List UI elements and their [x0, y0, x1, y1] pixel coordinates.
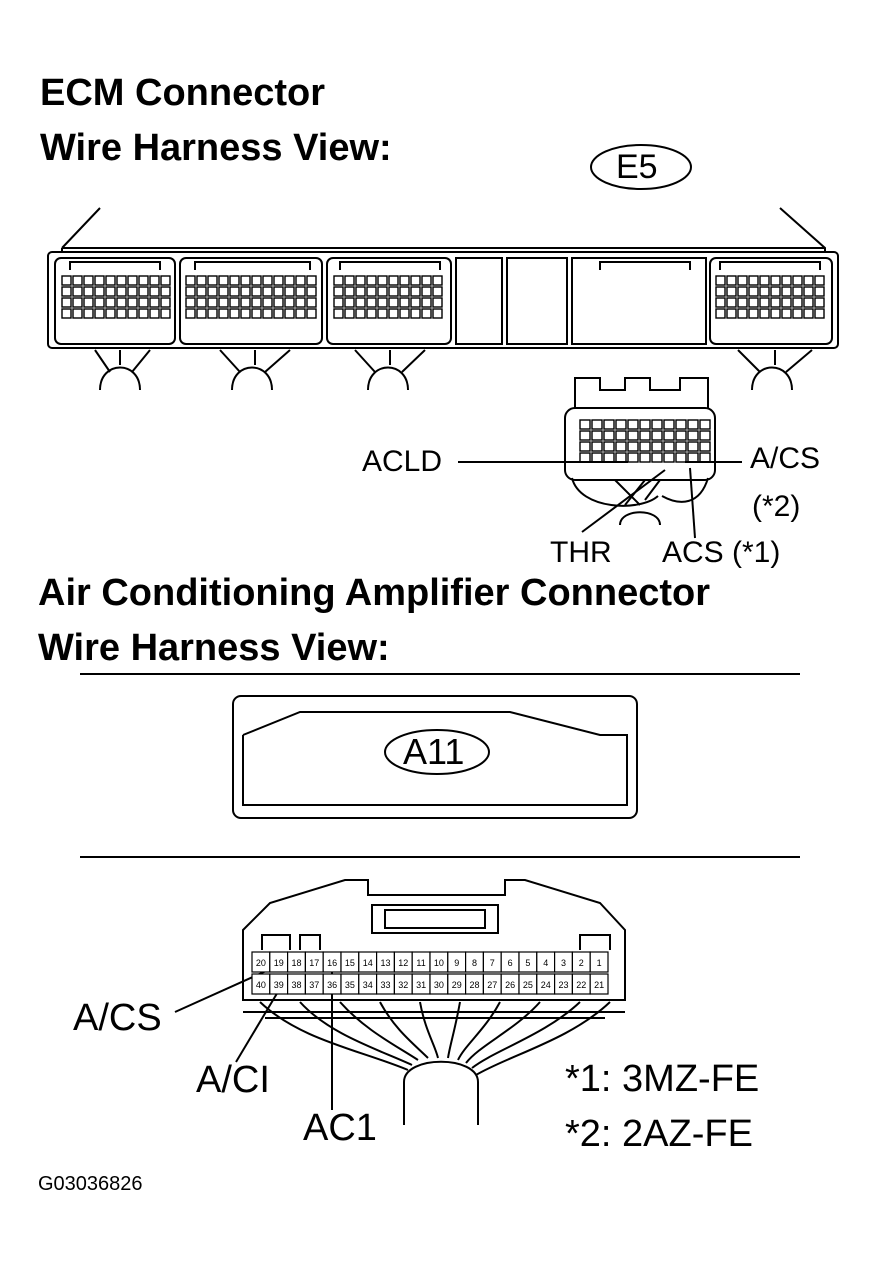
- amp-pin-9: 9: [454, 958, 459, 968]
- amp-pin-2: 2: [579, 958, 584, 968]
- amp-pin-33: 33: [380, 980, 390, 990]
- amp-pin-5: 5: [525, 958, 530, 968]
- amp-wire-harness-view: Wire Harness View:: [38, 627, 390, 669]
- amp-pin-16: 16: [327, 958, 337, 968]
- amp-pin-17: 17: [309, 958, 319, 968]
- amp-acs-label: A/CS: [73, 997, 162, 1039]
- ecm-acs-right-note: (*2): [752, 490, 801, 523]
- ecm-connector-title: ECM Connector: [40, 72, 325, 114]
- ecm-connector-code: E5: [616, 148, 658, 186]
- amp-pin-20: 20: [256, 958, 266, 968]
- amp-pin-7: 7: [490, 958, 495, 968]
- amp-pin-4: 4: [543, 958, 548, 968]
- amp-pin-8: 8: [472, 958, 477, 968]
- amp-pin-12: 12: [398, 958, 408, 968]
- ecm-acs-bottom-label: ACS (*1): [662, 536, 781, 569]
- amp-pin-24: 24: [541, 980, 551, 990]
- amp-pin-11: 11: [416, 958, 425, 968]
- amp-pin-39: 39: [274, 980, 284, 990]
- ecm-wire-harness-view: Wire Harness View:: [40, 127, 392, 169]
- amp-pin-40: 40: [256, 980, 266, 990]
- amp-pin-38: 38: [291, 980, 301, 990]
- amp-pin-31: 31: [416, 980, 426, 990]
- amp-aci-label: A/CI: [196, 1059, 270, 1101]
- amp-pin-1: 1: [597, 958, 602, 968]
- amp-pin-28: 28: [469, 980, 479, 990]
- ecm-acs-right-label: A/CS: [750, 442, 821, 475]
- note-1: *1: 3MZ-FE: [565, 1058, 760, 1100]
- amp-pin-25: 25: [523, 980, 533, 990]
- amp-pin-34: 34: [363, 980, 373, 990]
- a11-ellipse: [384, 729, 490, 775]
- amp-ac1-label: AC1: [303, 1107, 377, 1149]
- ecm-thr-label: THR: [550, 536, 612, 569]
- amp-pin-26: 26: [505, 980, 515, 990]
- amp-pin-37: 37: [309, 980, 319, 990]
- amp-connector-code: A11: [403, 731, 465, 772]
- amp-pin-29: 29: [452, 980, 462, 990]
- e5-ellipse: [590, 144, 692, 190]
- amp-pin-10: 10: [434, 958, 444, 968]
- amp-pin-3: 3: [561, 958, 566, 968]
- amp-pin-13: 13: [380, 958, 390, 968]
- amp-pin-35: 35: [345, 980, 355, 990]
- amp-pin-21: 21: [594, 980, 604, 990]
- amp-pin-32: 32: [398, 980, 408, 990]
- amp-pin-19: 19: [274, 958, 284, 968]
- amp-connector-title: Air Conditioning Amplifier Connector: [38, 572, 710, 614]
- amp-pin-15: 15: [345, 958, 355, 968]
- ecm-connector-drawing: [47, 144, 839, 539]
- figure-id: G03036826: [38, 1173, 143, 1195]
- amp-pin-18: 18: [291, 958, 301, 968]
- amp-pin-23: 23: [558, 980, 568, 990]
- amp-pin-30: 30: [434, 980, 444, 990]
- amp-pin-22: 22: [576, 980, 586, 990]
- note-2: *2: 2AZ-FE: [565, 1113, 753, 1155]
- ecm-acld-label: ACLD: [362, 445, 443, 478]
- amp-pin-14: 14: [363, 958, 373, 968]
- amp-pin-27: 27: [487, 980, 497, 990]
- amp-pin-36: 36: [327, 980, 337, 990]
- amp-pin-6: 6: [508, 958, 513, 968]
